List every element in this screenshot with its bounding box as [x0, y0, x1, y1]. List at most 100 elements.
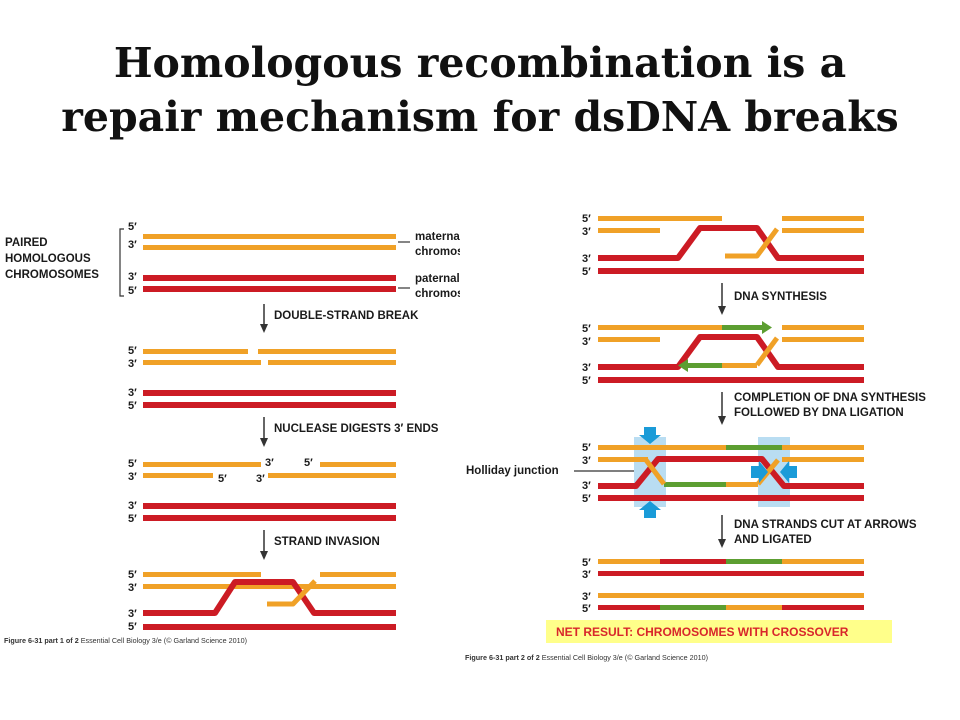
slide-title: Homologous recombination is a repair mec…	[0, 36, 960, 144]
maternal-strand	[143, 245, 396, 250]
label-holliday-junction: Holliday junction	[466, 465, 559, 477]
label-paired-3: CHROMOSOMES	[5, 269, 99, 281]
caption-rest: Essential Cell Biology 3/e (© Garland Sc…	[540, 653, 708, 662]
step-nuclease-digests: NUCLEASE DIGESTS 3′ ENDS	[274, 423, 439, 435]
paternal-strand	[598, 268, 864, 274]
crossing-paternal-strand	[598, 456, 864, 489]
label-maternal-1: maternal	[415, 231, 460, 243]
maternal-strand	[726, 482, 758, 487]
crossing-maternal-strand	[644, 458, 666, 486]
maternal-strand	[782, 457, 864, 462]
pairing-bracket	[119, 228, 124, 297]
step-arrowhead	[718, 416, 726, 425]
maternal-strand	[598, 325, 722, 330]
step-dna-synthesis: DNA SYNTHESIS	[734, 291, 827, 303]
maternal-strand	[268, 473, 396, 478]
maternal-strand	[782, 445, 864, 450]
end-label: 5′	[128, 621, 137, 633]
maternal-strand	[320, 572, 396, 577]
end-label: 5′	[128, 458, 137, 470]
end-label: 3′	[265, 457, 274, 469]
figure-caption-part-2: Figure 6-31 part 2 of 2 Essential Cell B…	[465, 653, 708, 662]
paternal-strand	[598, 605, 660, 610]
maternal-strand	[598, 445, 726, 450]
new-dna-strand	[726, 559, 782, 564]
cut-arrow-up	[639, 501, 661, 518]
paternal-strand	[143, 275, 396, 281]
step-arrowhead	[260, 438, 268, 447]
end-label: 3′	[128, 239, 137, 251]
figure-part-1-diagram: PAIRED HOMOLOGOUS CHROMOSOMES 5′ 3′ mate…	[4, 221, 487, 645]
maternal-strand	[726, 605, 782, 610]
end-label: 5′	[582, 323, 591, 335]
maternal-strand	[320, 462, 396, 467]
end-label: 3′	[128, 500, 137, 512]
step-strand-invasion: STRAND INVASION	[274, 536, 380, 548]
maternal-strand	[143, 572, 261, 577]
new-dna-strand	[726, 445, 782, 450]
end-label: 5′	[582, 557, 591, 569]
maternal-strand	[258, 349, 396, 354]
title-line-1: Homologous recombination is a	[113, 39, 847, 87]
caption-rest: Essential Cell Biology 3/e (© Garland Sc…	[79, 636, 247, 645]
maternal-strand	[143, 234, 396, 239]
maternal-strand	[782, 216, 864, 221]
caption-bold: Figure 6-31 part 2 of 2	[465, 653, 540, 662]
end-label: 3′	[128, 387, 137, 399]
step-arrowhead	[718, 539, 726, 548]
end-label: 3′	[582, 226, 591, 238]
new-dna-strand	[686, 363, 722, 368]
end-label: 3′	[582, 253, 591, 265]
end-label: 3′	[582, 591, 591, 603]
synthesis-direction-arrow	[678, 359, 688, 372]
maternal-strand	[143, 584, 396, 589]
maternal-strand	[143, 473, 213, 478]
end-label: 5′	[128, 513, 137, 525]
end-label: 5′	[128, 569, 137, 581]
maternal-strand	[143, 360, 261, 365]
end-label: 5′	[582, 375, 591, 387]
end-label: 3′	[582, 569, 591, 581]
end-label: 3′	[582, 455, 591, 467]
step-arrowhead	[260, 551, 268, 560]
paternal-strand	[660, 559, 726, 564]
label-paired-2: HOMOLOGOUS	[5, 253, 91, 265]
maternal-strand	[598, 337, 660, 342]
maternal-strand	[598, 593, 864, 598]
cut-arrow-down	[639, 427, 661, 444]
label-paired-1: PAIRED	[5, 237, 48, 249]
paternal-strand	[143, 286, 396, 292]
displaced-maternal-strand	[267, 579, 317, 607]
end-label: 3′	[128, 608, 137, 620]
end-label: 3′	[128, 582, 137, 594]
figure-caption-part-1: Figure 6-31 part 1 of 2 Essential Cell B…	[4, 636, 247, 645]
paternal-strand	[143, 390, 396, 396]
caption-bold: Figure 6-31 part 1 of 2	[4, 636, 79, 645]
maternal-strand	[782, 325, 864, 330]
step-completion-line-1: COMPLETION OF DNA SYNTHESIS	[734, 392, 926, 404]
maternal-strand	[782, 559, 864, 564]
end-label: 3′	[582, 336, 591, 348]
end-label: 5′	[128, 285, 137, 297]
cut-arrow-left	[780, 461, 797, 483]
end-label: 3′	[128, 271, 137, 283]
label-maternal-2: chromosome	[415, 246, 460, 258]
displaced-maternal-strand	[725, 227, 780, 259]
end-label: 5′	[128, 345, 137, 357]
paternal-strand	[143, 515, 396, 521]
net-result-value: CHROMOSOMES WITH CROSSOVER	[633, 625, 849, 639]
net-result-label: NET RESULT:	[556, 625, 633, 639]
step-cut-line-2: AND LIGATED	[734, 534, 812, 546]
maternal-strand	[598, 228, 660, 233]
paternal-strand	[782, 605, 864, 610]
maternal-strand	[143, 349, 248, 354]
maternal-strand	[143, 462, 261, 467]
displaced-maternal-strand	[722, 363, 757, 368]
net-result-banner	[546, 620, 892, 643]
figure-part-2: 5′ 3′ 3′ 5′ DNA SYNTHESIS 5′ 3′ 3′ 5′ CO…	[460, 205, 960, 665]
label-paternal-2: chromosome	[415, 288, 460, 300]
synthesis-direction-arrow	[762, 321, 772, 334]
maternal-strand	[268, 360, 396, 365]
paternal-strand	[598, 377, 864, 383]
figure-part-2-diagram: 5′ 3′ 3′ 5′ DNA SYNTHESIS 5′ 3′ 3′ 5′ CO…	[465, 213, 926, 662]
